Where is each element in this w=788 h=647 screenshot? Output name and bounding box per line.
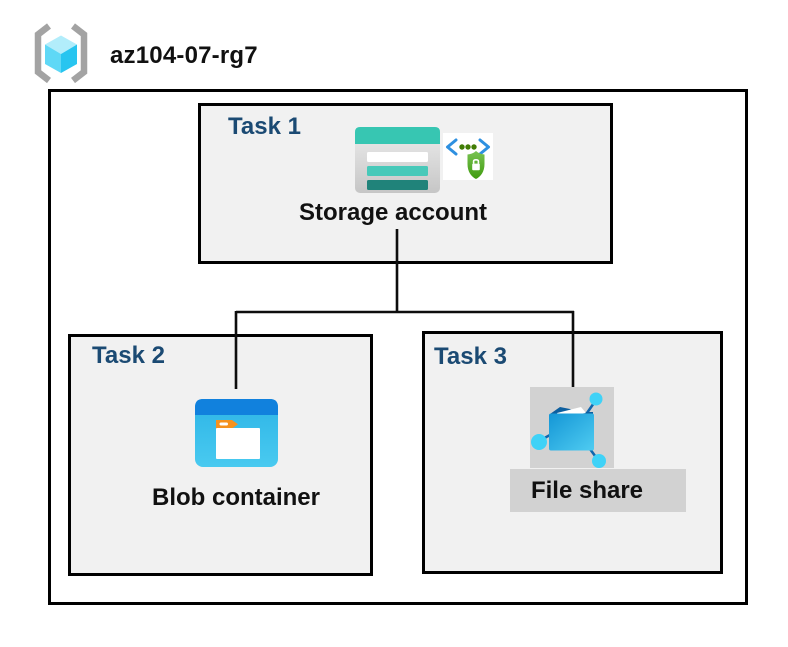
file-share-icon xyxy=(530,387,614,468)
resource-group-icon xyxy=(34,23,88,84)
resource-group-label: az104-07-rg7 xyxy=(110,42,258,69)
storage-account-label: Storage account xyxy=(298,199,488,226)
storage-account-icon xyxy=(355,127,440,193)
file-share-label: File share xyxy=(530,477,644,504)
secure-access-icon xyxy=(443,133,493,180)
blob-container-label: Blob container xyxy=(151,484,320,511)
file-share-label-backdrop: File share xyxy=(510,469,686,512)
task3-title: Task 3 xyxy=(434,343,507,370)
task1-title: Task 1 xyxy=(228,113,301,140)
blob-container-icon xyxy=(195,399,278,467)
task2-title: Task 2 xyxy=(92,342,165,369)
